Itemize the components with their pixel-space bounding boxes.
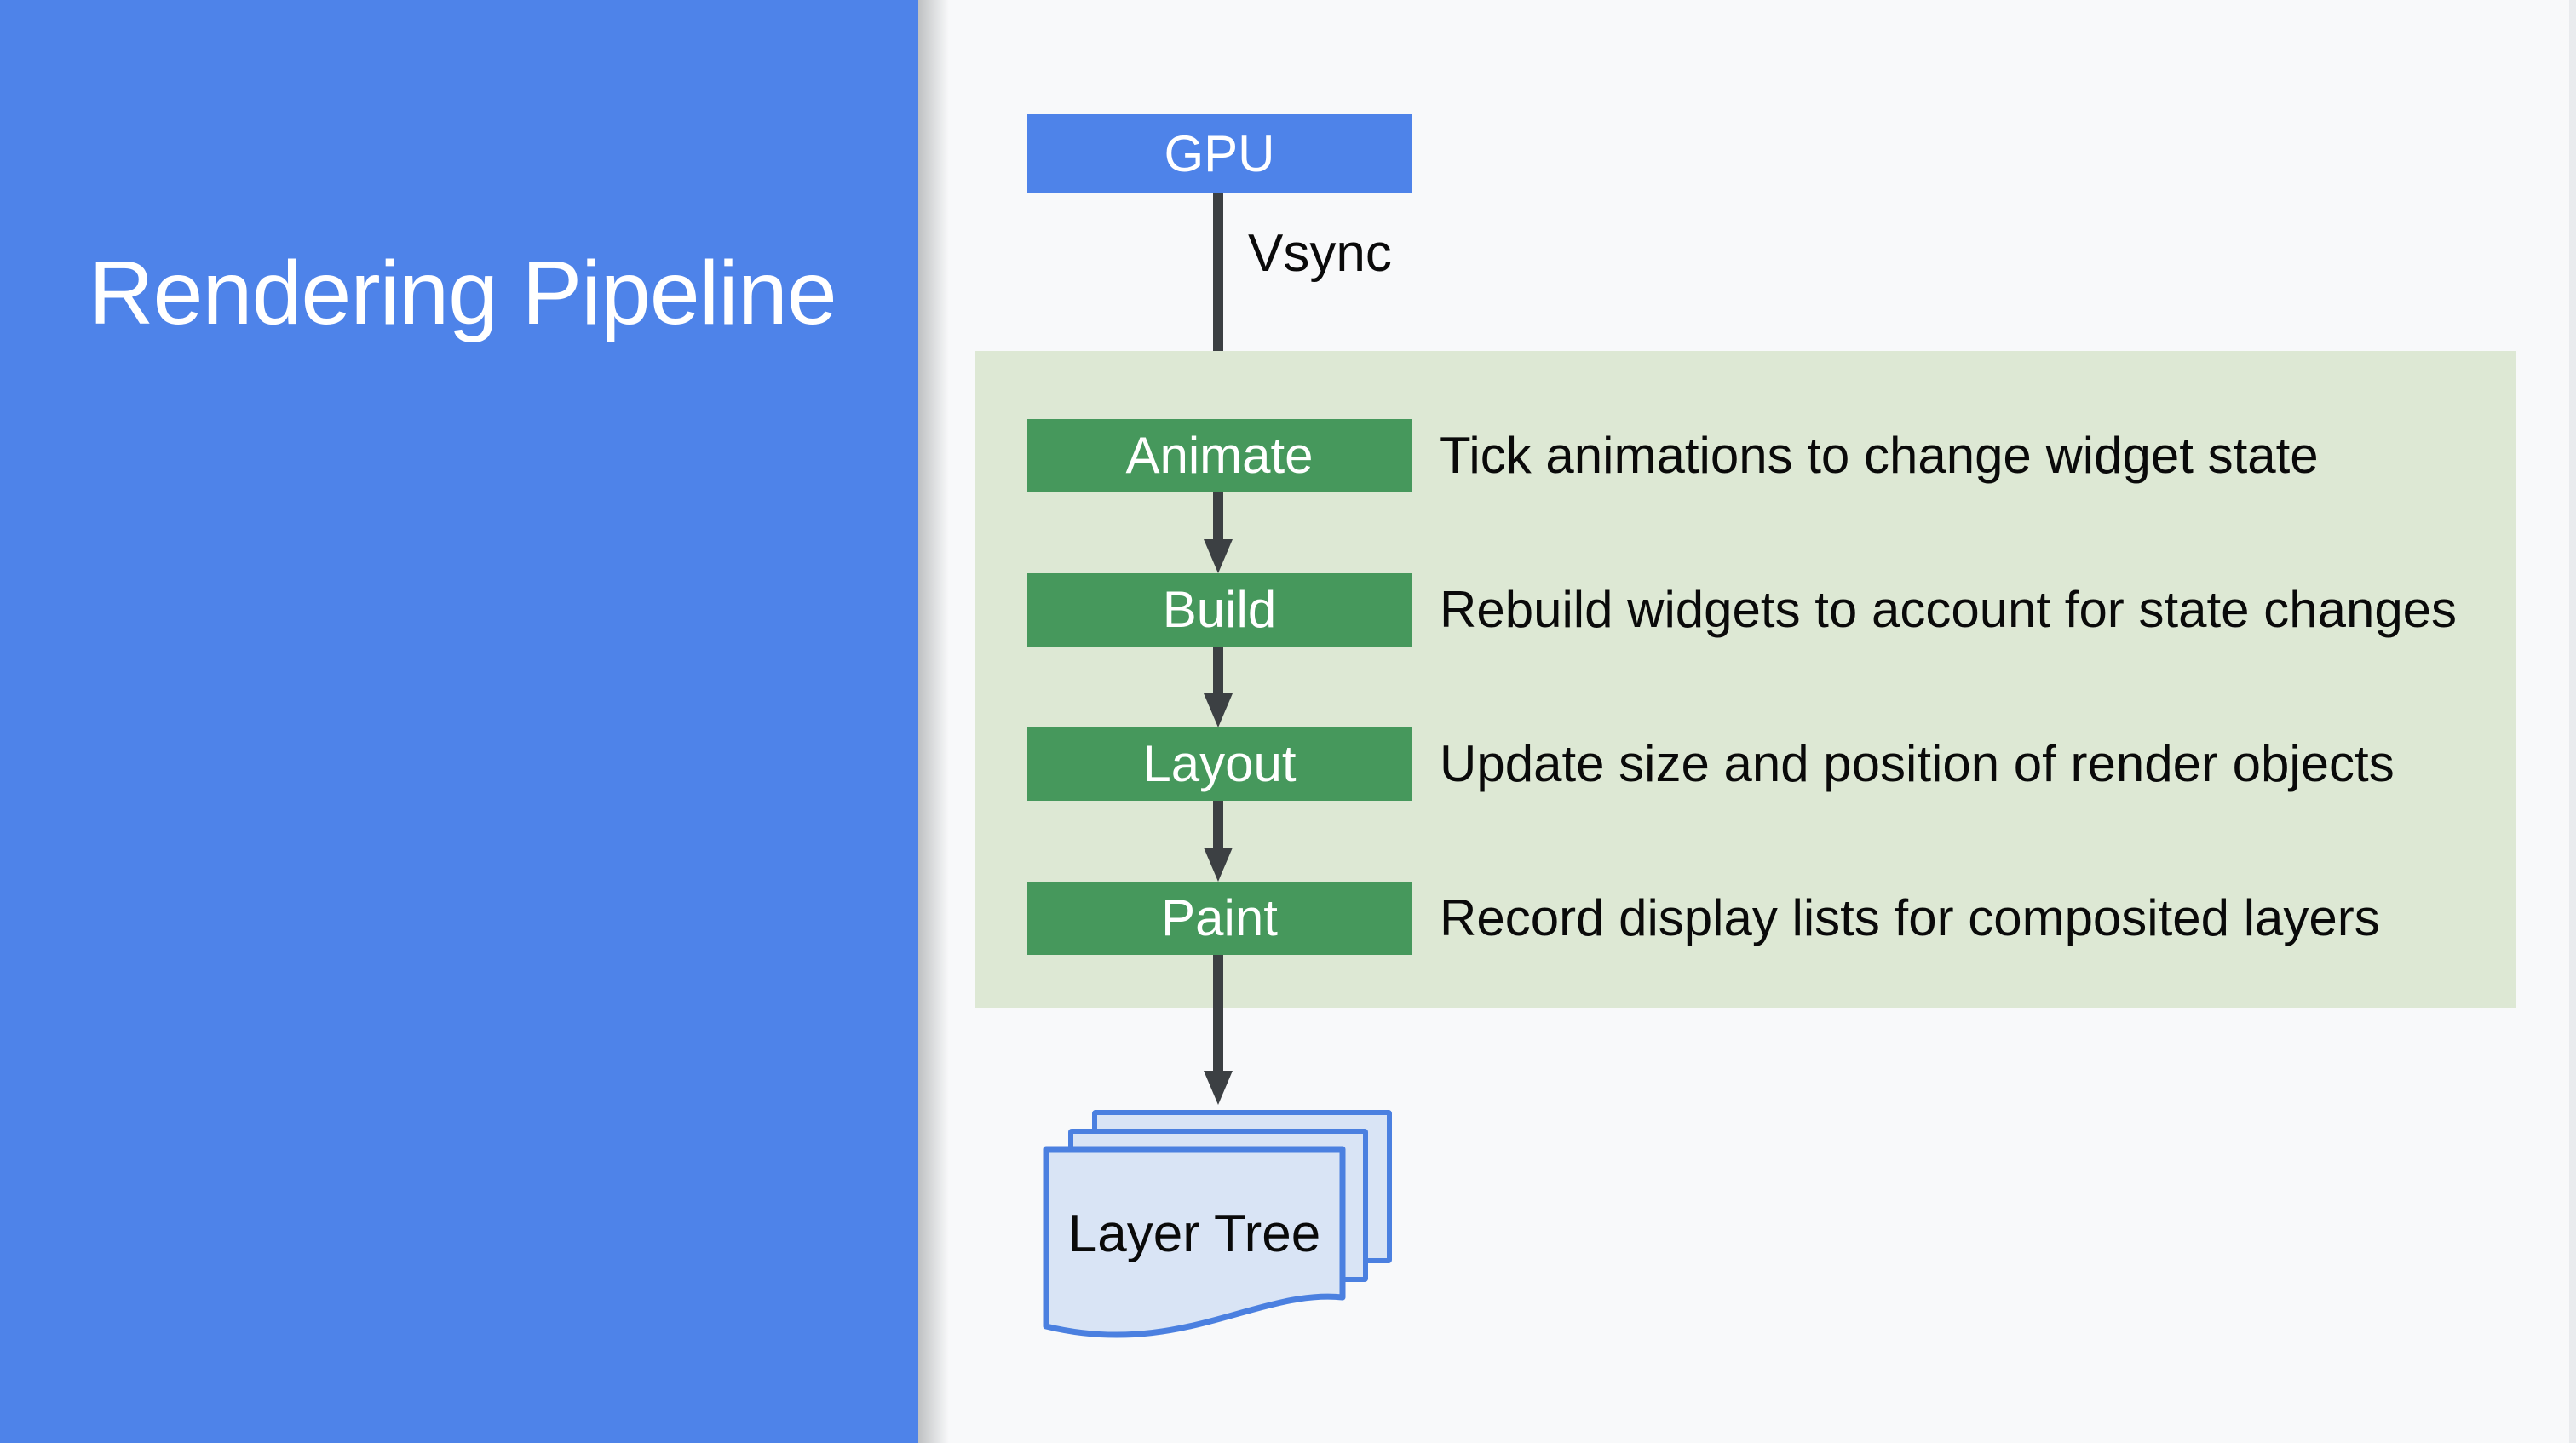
- arrow-paint-layertree-shaft: [1213, 955, 1223, 1071]
- arrow-paint-layertree-head: [1204, 1071, 1233, 1105]
- stage-label: Build: [1162, 581, 1277, 638]
- vsync-arrow-shaft: [1213, 193, 1223, 385]
- gpu-label: GPU: [1164, 125, 1275, 182]
- arrow-build-layout-head: [1204, 693, 1233, 727]
- arrow-layout-paint-head: [1204, 848, 1233, 882]
- stage-description: Rebuild widgets to account for state cha…: [1440, 581, 2458, 638]
- arrow-layout-paint-shaft: [1213, 801, 1223, 848]
- stage-description: Record display lists for composited laye…: [1440, 889, 2380, 946]
- sidebar: Rendering Pipeline: [0, 0, 918, 1443]
- vsync-label: Vsync: [1248, 224, 1392, 283]
- stage-description: Tick animations to change widget state: [1440, 427, 2319, 484]
- stage-node-layout: Layout: [1027, 727, 1412, 801]
- arrow-animate-build-shaft: [1213, 492, 1223, 539]
- slide-title: Rendering Pipeline: [89, 243, 837, 343]
- stage-label: Layout: [1142, 735, 1297, 792]
- stage-node-paint: Paint: [1027, 882, 1412, 955]
- canvas-right-edge: [2569, 0, 2576, 1443]
- stage-node-build: Build: [1027, 573, 1412, 647]
- arrow-animate-build-head: [1204, 539, 1233, 573]
- stage-description: Update size and position of render objec…: [1440, 735, 2395, 792]
- stage-node-animate: Animate: [1027, 419, 1412, 492]
- layer-tree-label: Layer Tree: [1067, 1204, 1321, 1263]
- gpu-node: GPU: [1027, 114, 1412, 193]
- layer-tree-document-shape: [1043, 1146, 1346, 1338]
- sidebar-shadow: [918, 0, 949, 1443]
- arrow-build-layout-shaft: [1213, 647, 1223, 693]
- stage-label: Paint: [1161, 889, 1278, 946]
- stage-label: Animate: [1125, 427, 1314, 484]
